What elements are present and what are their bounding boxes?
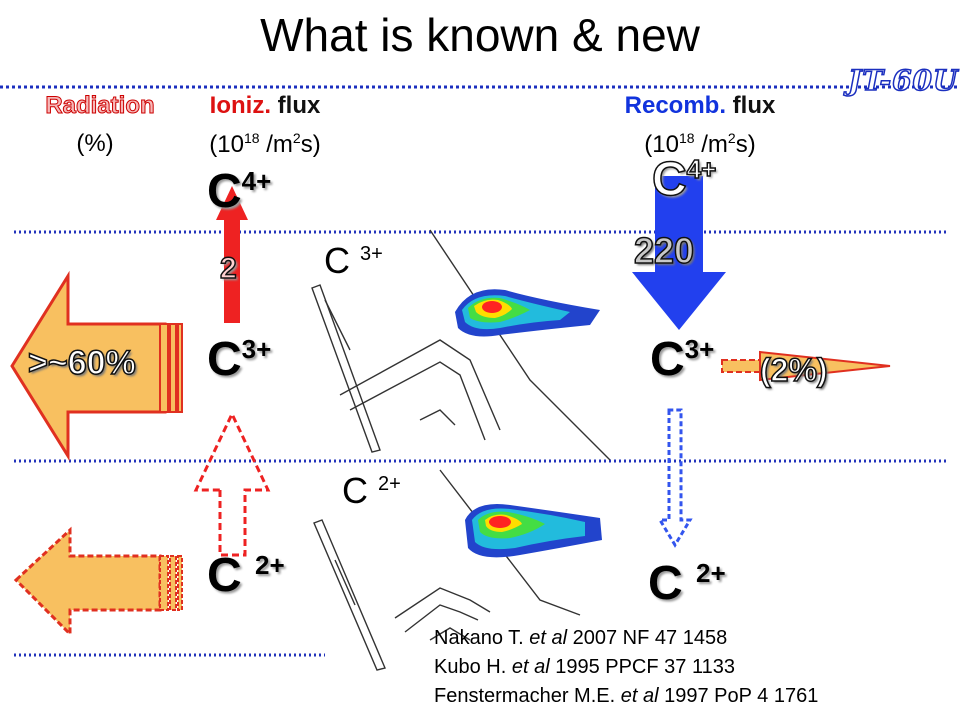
radiation-arrow-c2 xyxy=(13,526,183,638)
radiation-unit: (%) xyxy=(76,130,114,157)
radiation-value-right: (2%) xyxy=(759,351,828,389)
recomb-unit: (1018 /m2s) xyxy=(644,130,756,158)
ion-c2-left: C 2+ xyxy=(207,549,285,602)
page-title: What is known & new xyxy=(260,9,700,61)
ioniz-arrow-c3-c4 xyxy=(216,186,248,323)
radiation-arrow-right xyxy=(721,350,891,382)
jt60u-logo: JT-60U xyxy=(847,63,959,98)
reference-item: Fenstermacher M.E. et al 1997 PoP 4 1761 xyxy=(434,685,819,707)
emission-map-top xyxy=(455,289,600,337)
recomb-header: Recomb. flux xyxy=(624,92,776,119)
emission-map-bottom xyxy=(465,504,602,558)
radiation-value-left: >~60% xyxy=(27,343,136,383)
divertor-panel-top xyxy=(311,229,611,461)
ioniz-unit: (1018 /m2s) xyxy=(209,130,321,158)
references: Nakano T. et al 2007 NF 47 1458 Kubo H. … xyxy=(434,624,818,711)
ioniz-arrow-c2-c3 xyxy=(193,410,271,557)
panel-label-c3: C 3+ xyxy=(324,240,383,281)
ion-c3-right: C3+ xyxy=(650,333,715,386)
recomb-arrow-c4-c3 xyxy=(632,176,726,330)
reference-item: Kubo H. et al 1995 PPCF 37 1133 xyxy=(434,656,735,678)
ion-c4-left: C4+ xyxy=(207,165,272,218)
ion-c2-right: C 2+ xyxy=(648,557,726,610)
recomb-arrow-c3-c2 xyxy=(657,408,693,548)
panel-label-c2: C 2+ xyxy=(342,470,401,511)
ioniz-header: Ioniz. flux xyxy=(209,92,321,119)
ioniz-value: 2 xyxy=(219,251,237,286)
ion-c3-left: C3+ xyxy=(207,333,272,386)
recomb-value: 220 xyxy=(633,229,695,272)
reference-item: Nakano T. et al 2007 NF 47 1458 xyxy=(434,627,728,649)
ion-c4-right: C4+ xyxy=(651,152,717,207)
radiation-arrow-c3 xyxy=(10,270,183,462)
radiation-header: Radiation xyxy=(45,92,155,119)
